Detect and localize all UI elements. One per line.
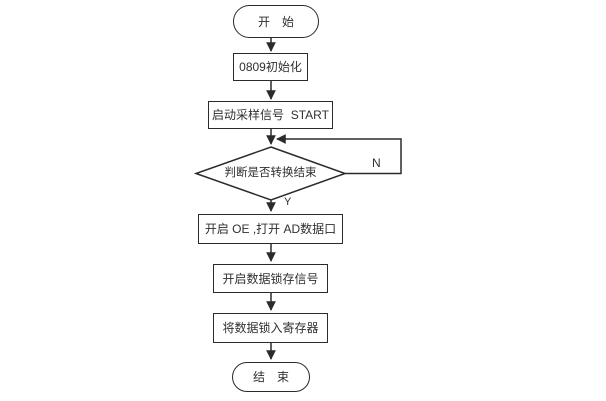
branch-label-y: Y bbox=[284, 196, 292, 208]
node-store-register: 将数据锁入寄存器 bbox=[213, 313, 328, 343]
node-latch-signal: 开启数据锁存信号 bbox=[213, 264, 328, 293]
node-store-register-label: 将数据锁入寄存器 bbox=[222, 321, 319, 335]
node-start-sampling: 启动采样信号 START bbox=[208, 101, 333, 129]
node-check-convert-label: 判断是否转换结束 bbox=[224, 166, 317, 179]
node-latch-signal-label: 开启数据锁存信号 bbox=[222, 271, 319, 286]
node-init-0809: 0809初始化 bbox=[233, 53, 308, 81]
node-start-sampling-label: 启动采样信号 START bbox=[212, 108, 329, 122]
node-end-label: 结 束 bbox=[252, 370, 289, 384]
branch-label-n: N bbox=[372, 156, 381, 170]
node-open-oe-label: 开启 OE ,打开 AD数据口 bbox=[204, 222, 337, 236]
node-start-label: 开 始 bbox=[257, 14, 294, 29]
node-end: 结 束 bbox=[232, 362, 310, 392]
node-check-convert: 判断是否转换结束 bbox=[196, 147, 345, 200]
connector-no-loop bbox=[276, 134, 402, 175]
node-init-0809-label: 0809初始化 bbox=[239, 60, 302, 74]
node-start: 开 始 bbox=[233, 5, 319, 38]
node-open-oe: 开启 OE ,打开 AD数据口 bbox=[198, 214, 343, 244]
